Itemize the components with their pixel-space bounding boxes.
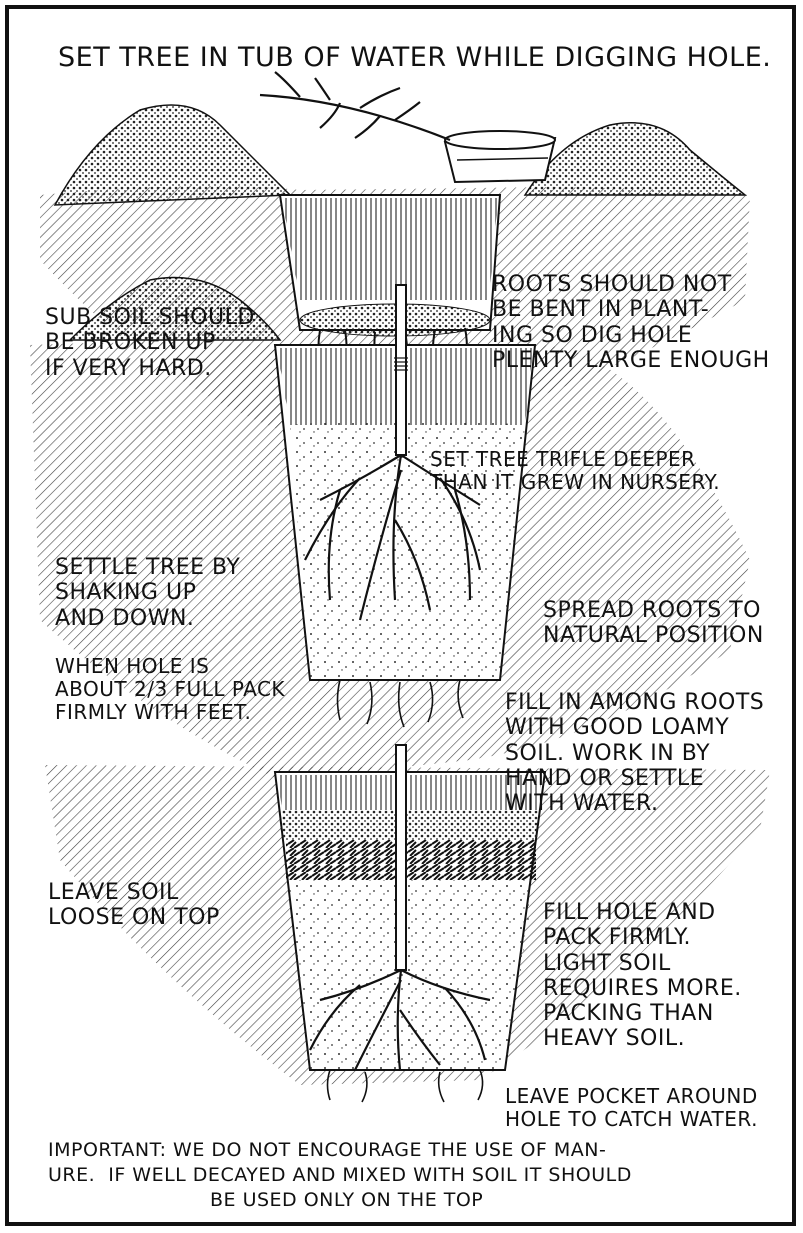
- footer-line-3: BE USED ONLY ON THE TOP: [210, 1190, 483, 1212]
- roots-note: ROOTS SHOULD NOT BE BENT IN PLANT- ING S…: [492, 272, 770, 373]
- dirt-mound-left: [55, 105, 290, 205]
- packed-soil-layer: [286, 840, 536, 880]
- footer-line-2: URE. IF WELL DECAYED AND MIXED WITH SOIL…: [48, 1165, 632, 1187]
- subsoil-note: SUB SOIL SHOULD BE BROKEN UP IF VERY HAR…: [45, 305, 255, 381]
- tree-trunk-3: [396, 745, 406, 970]
- pack-note: WHEN HOLE IS ABOUT 2/3 FULL PACK FIRMLY …: [55, 655, 285, 724]
- depth-note: SET TREE TRIFLE DEEPER THAN IT GREW IN N…: [430, 448, 720, 494]
- dirt-mound-right: [525, 123, 745, 195]
- fill-pack-note: FILL HOLE AND PACK FIRMLY. LIGHT SOIL RE…: [543, 900, 742, 1052]
- spread-roots-note: SPREAD ROOTS TO NATURAL POSITION: [543, 598, 764, 649]
- loose-soil-note: LEAVE SOIL LOOSE ON TOP: [48, 880, 220, 931]
- bare-tree: [260, 72, 450, 140]
- loose-top-soil: [282, 810, 538, 840]
- fill-roots-note: FILL IN AMONG ROOTS WITH GOOD LOAMY SOIL…: [505, 690, 764, 816]
- settle-note: SETTLE TREE BY SHAKING UP AND DOWN.: [55, 555, 240, 631]
- footer-line-1: IMPORTANT: WE DO NOT ENCOURAGE THE USE O…: [48, 1140, 606, 1162]
- pocket-note: LEAVE POCKET AROUND HOLE TO CATCH WATER.: [505, 1085, 758, 1131]
- page-title: SET TREE IN TUB OF WATER WHILE DIGGING H…: [58, 42, 771, 73]
